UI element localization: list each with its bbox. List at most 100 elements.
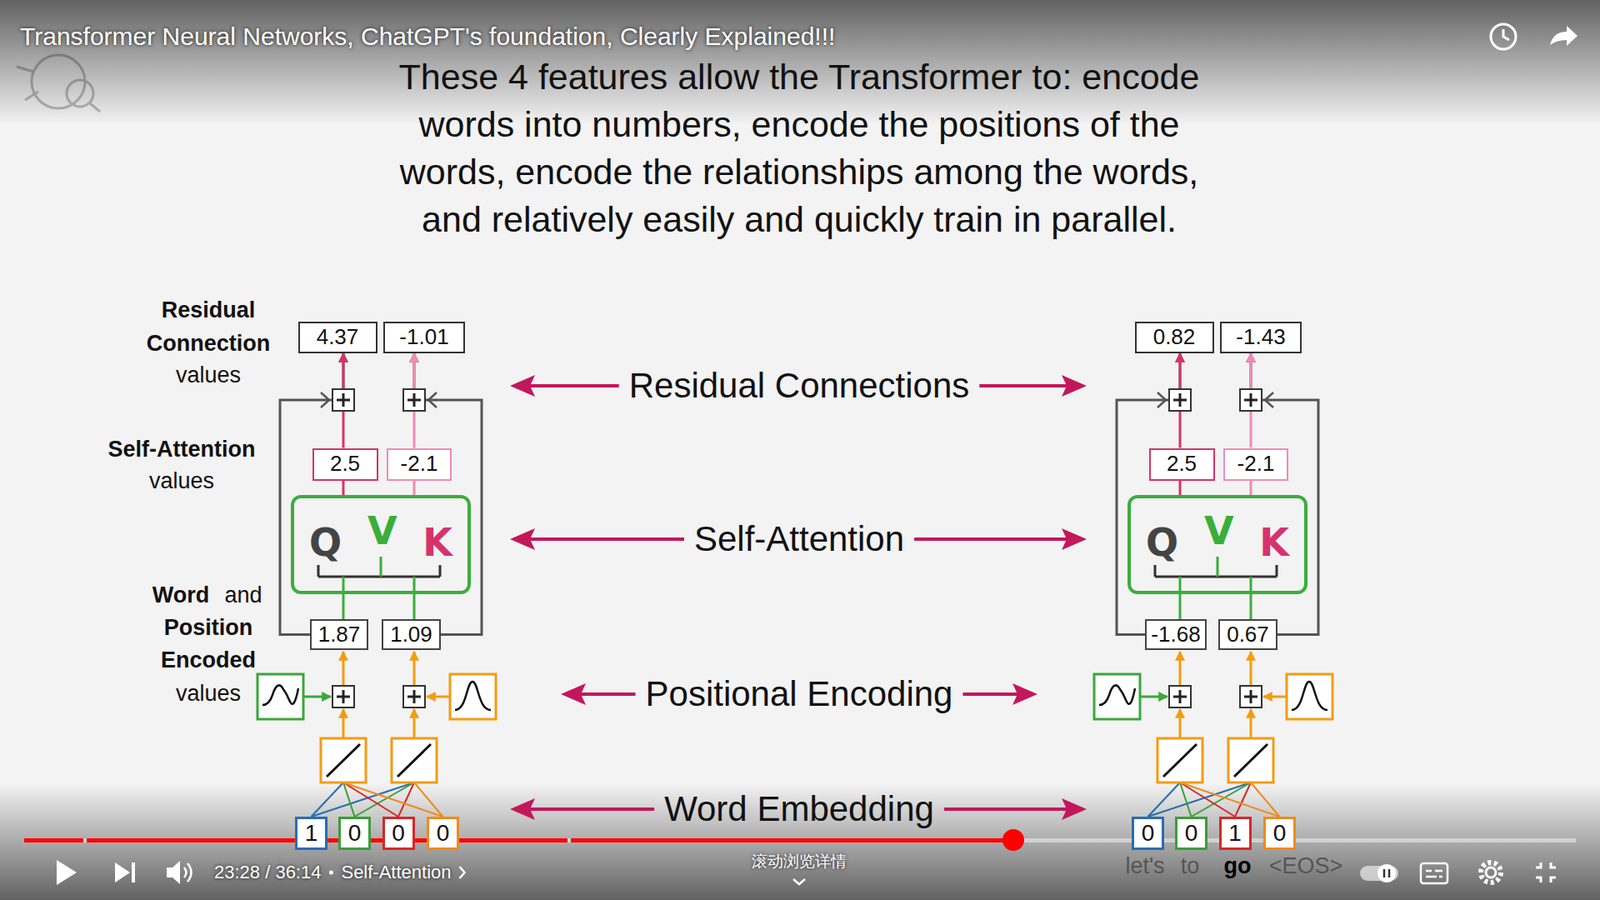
input-value: 0 xyxy=(436,820,450,847)
qkv-letter: V xyxy=(1204,511,1235,550)
arrow-head xyxy=(1061,528,1087,550)
weight-line xyxy=(311,782,415,817)
flow-arrow xyxy=(342,651,345,686)
row-label: Residual Connection xyxy=(133,293,284,360)
subtitles-icon xyxy=(1420,863,1448,884)
input-value: 0 xyxy=(348,820,362,847)
settings-icon xyxy=(1485,867,1496,878)
attention-value-box: 2.5 xyxy=(312,448,379,481)
scroll-hint: 滚动浏览详情 xyxy=(751,852,847,871)
volume-icon xyxy=(166,860,180,885)
exit-fullscreen-icon xyxy=(1535,862,1556,883)
residual-value-box: 0.82 xyxy=(1135,321,1215,354)
one-hot-input-box: 0 xyxy=(338,816,371,850)
one-hot-input-box: 0 xyxy=(382,816,415,850)
add-symbol xyxy=(403,685,425,708)
input-word: let's xyxy=(1125,853,1165,880)
embedding-unit xyxy=(320,738,366,783)
arrow-shaft xyxy=(526,807,655,811)
one-hot-input-box: 0 xyxy=(1175,816,1208,850)
autoplay-toggle xyxy=(1377,864,1396,883)
value-text: 1.09 xyxy=(390,622,433,648)
value-text: -1.43 xyxy=(1235,325,1285,350)
input-value: 0 xyxy=(1273,820,1287,847)
play-icon xyxy=(56,860,77,885)
input-word: to xyxy=(1180,853,1200,880)
qkv-letter: Q xyxy=(309,523,342,562)
flow-line xyxy=(1179,594,1182,620)
arrow-head xyxy=(1061,375,1087,397)
residual-value-box: -1.01 xyxy=(383,321,465,354)
qkv-letter: Q xyxy=(1145,523,1179,562)
arrow-shaft xyxy=(526,384,620,388)
flow-arrow xyxy=(413,709,416,739)
encoded-value-box: 0.67 xyxy=(1218,619,1278,650)
video-title: Transformer Neural Networks, ChatGPT's f… xyxy=(20,22,835,52)
value-text: 4.37 xyxy=(316,325,360,350)
cosine-box xyxy=(450,674,496,720)
add-symbol xyxy=(407,393,421,407)
embedding-weights xyxy=(311,782,444,817)
chapter-title: Self-Attention xyxy=(340,861,451,883)
feature-label: Self-Attention xyxy=(694,519,905,560)
weight-line xyxy=(398,782,415,817)
flow-line xyxy=(1179,480,1182,496)
input-value: 0 xyxy=(1185,820,1199,847)
residual-chevron xyxy=(428,392,437,408)
arrow-shaft xyxy=(962,692,1021,696)
input-value: 1 xyxy=(1228,820,1242,847)
arrow-head xyxy=(1061,798,1087,820)
autoplay-toggle xyxy=(1384,869,1390,878)
value-text: 0.82 xyxy=(1153,325,1196,350)
chapter-chevron xyxy=(460,866,465,879)
residual-chevron xyxy=(320,392,330,408)
arrow-head xyxy=(560,683,586,705)
identity-symbol xyxy=(326,744,360,777)
value-text: -1.68 xyxy=(1150,622,1200,648)
weight-line xyxy=(414,782,444,817)
value-text: 2.5 xyxy=(1166,451,1197,477)
value-text: 0.67 xyxy=(1226,622,1270,648)
arrow-head xyxy=(1012,683,1038,705)
expand-chevron xyxy=(793,879,805,885)
arrow-head xyxy=(510,798,535,820)
row-label: values xyxy=(175,362,241,389)
value-text: -2.1 xyxy=(1237,451,1275,477)
arrow-head xyxy=(510,375,535,397)
attention-wire xyxy=(343,556,415,594)
one-hot-input-box: 1 xyxy=(1219,816,1252,850)
share-icon xyxy=(1550,25,1578,46)
value-text: -2.1 xyxy=(400,451,439,477)
watch-later-icon xyxy=(1503,29,1510,40)
attention-value-box: -2.1 xyxy=(1223,448,1289,481)
row-label: Self-Attention xyxy=(108,436,256,463)
input-value: 0 xyxy=(1141,820,1155,847)
row-label: values xyxy=(175,680,241,707)
watch-later-icon xyxy=(1490,24,1516,50)
arrow-shaft xyxy=(944,807,1070,811)
flow-arrow xyxy=(413,651,416,686)
separator-dot xyxy=(329,870,334,875)
bottom-shade xyxy=(0,783,1600,900)
flow-line xyxy=(1250,480,1253,496)
progress-played xyxy=(570,838,1014,843)
row-label: Position Encoded xyxy=(145,611,271,677)
feature-label: Positional Encoding xyxy=(645,674,954,715)
flow-line xyxy=(413,594,416,620)
add-symbol xyxy=(407,690,421,704)
residual-value-box: 4.37 xyxy=(298,321,378,354)
input-word: go xyxy=(1224,853,1252,880)
embedding-unit xyxy=(391,738,437,783)
weight-line xyxy=(343,782,444,817)
attention-bracket xyxy=(318,565,440,577)
volume-icon xyxy=(184,863,192,882)
column-illustration xyxy=(1094,389,1333,817)
attention-value-box: -2.1 xyxy=(386,448,452,481)
flow-line xyxy=(342,594,345,620)
feature-label: Word Embedding xyxy=(664,789,935,830)
add-symbol xyxy=(336,393,350,407)
encoded-value-box: 1.09 xyxy=(381,619,441,650)
flow-arrow xyxy=(342,709,345,739)
add-symbol xyxy=(332,685,355,708)
one-hot-input-box: 0 xyxy=(1263,816,1296,850)
